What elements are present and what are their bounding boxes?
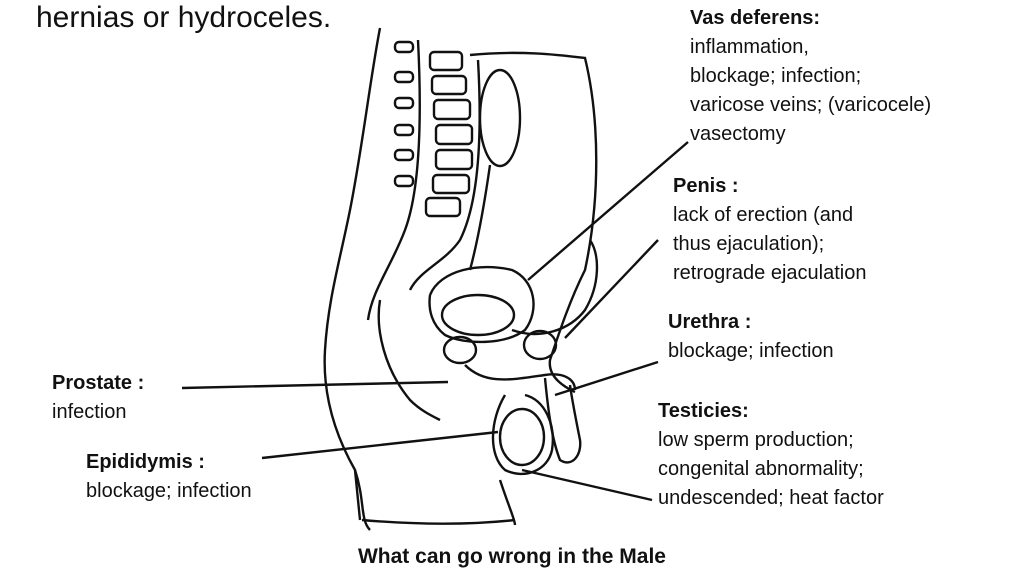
thigh-outline xyxy=(353,469,517,531)
vertebra xyxy=(432,98,472,121)
spinal-opening xyxy=(393,96,415,110)
vertebra xyxy=(431,173,471,195)
leader-line-epididymis xyxy=(261,430,499,460)
spinal-opening xyxy=(393,123,415,137)
vertebra xyxy=(434,148,474,171)
spinal-opening xyxy=(393,40,415,54)
pubic-bone xyxy=(522,329,558,361)
leader-line-penis xyxy=(564,239,659,339)
rectum xyxy=(377,299,441,422)
label-penis: Penis : lack of erection (and thus ejacu… xyxy=(673,172,866,288)
leader-line-urethra xyxy=(554,360,659,397)
label-line: infection xyxy=(52,401,127,423)
label-epididymis: Epididymis : blockage; infection xyxy=(86,448,252,506)
label-title: Penis : xyxy=(673,175,739,197)
kidney xyxy=(478,68,522,168)
label-testicies: Testicies: low sperm production; congeni… xyxy=(658,397,884,513)
thigh-cut xyxy=(361,518,516,525)
bladder-inner xyxy=(440,293,516,337)
vertebra xyxy=(434,123,474,146)
spinal-opening xyxy=(393,148,415,162)
leader-line-vas-deferens xyxy=(527,141,689,281)
label-line: blockage; infection xyxy=(668,340,834,362)
prostate-gland xyxy=(442,335,478,365)
label-vas-deferens: Vas deferens: inflammation, blockage; in… xyxy=(690,4,931,149)
label-line: congenital abnormality; xyxy=(658,458,864,480)
label-line: vasectomy xyxy=(690,123,786,145)
label-title: Epididymis : xyxy=(86,451,205,473)
leader-line-testicies xyxy=(521,468,653,502)
label-title: Prostate : xyxy=(52,372,145,394)
label-line: varicose veins; (varicocele) xyxy=(690,94,932,116)
label-line: inflammation, xyxy=(690,36,809,58)
label-line: thus ejaculation); xyxy=(673,233,825,255)
label-title: Vas deferens: xyxy=(690,7,821,29)
vertebra xyxy=(430,74,468,96)
figure-caption: What can go wrong in the Male xyxy=(357,545,666,568)
label-line: undescended; heat factor xyxy=(658,487,884,509)
body-outline-front xyxy=(469,51,598,394)
spine-column xyxy=(366,39,421,321)
label-line: low sperm production; xyxy=(658,429,854,451)
spinal-opening xyxy=(393,70,415,84)
label-line: lack of erection (and xyxy=(673,204,854,226)
label-line: blockage; infection; xyxy=(690,65,862,87)
header-text: hernias or hydroceles. xyxy=(36,1,332,34)
body-outline-back xyxy=(323,27,382,521)
label-title: Testicies: xyxy=(658,400,749,422)
vertebra xyxy=(428,50,464,72)
testis xyxy=(498,407,546,467)
spinal-opening xyxy=(393,174,415,188)
label-prostate: Prostate : infection xyxy=(52,369,144,427)
vertebra xyxy=(424,196,462,218)
bladder xyxy=(428,265,535,344)
label-urethra: Urethra : blockage; infection xyxy=(668,308,834,366)
ureter xyxy=(468,164,492,271)
label-title: Urethra : xyxy=(668,311,752,333)
label-line: retrograde ejaculation xyxy=(673,262,867,284)
label-line: blockage; infection xyxy=(86,480,252,502)
vas-deferens xyxy=(511,239,599,336)
leader-line-prostate xyxy=(181,380,449,390)
urethra xyxy=(464,364,577,391)
